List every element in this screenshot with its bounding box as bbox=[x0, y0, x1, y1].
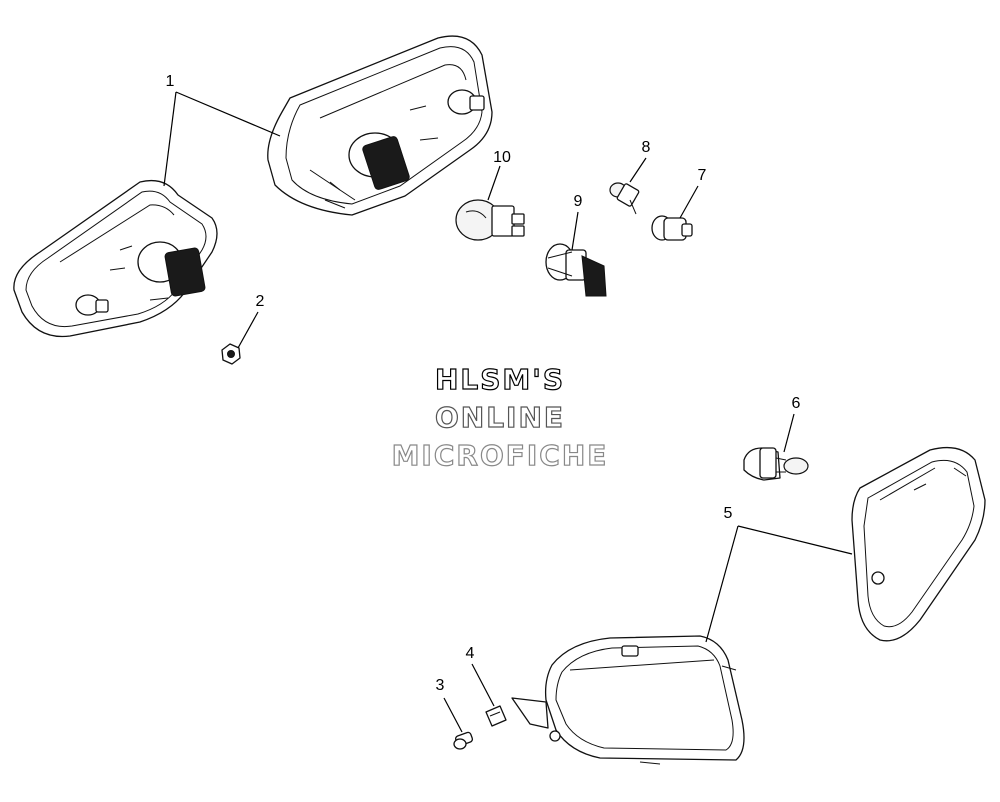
watermark: HLSM'S ONLINE MICROFICHE bbox=[391, 362, 609, 472]
callout-10: 10 bbox=[493, 149, 511, 166]
headlight-bulb-part-6 bbox=[743, 447, 809, 481]
callout-6: 6 bbox=[792, 395, 801, 412]
callout-5: 5 bbox=[724, 505, 733, 522]
clip-part-4 bbox=[485, 705, 507, 727]
leader-1 bbox=[175, 91, 281, 137]
socket-part-7 bbox=[651, 215, 693, 241]
leader-3 bbox=[443, 697, 463, 733]
leader-2 bbox=[237, 311, 259, 349]
tail-light-housing-lower bbox=[13, 179, 218, 338]
callout-9: 9 bbox=[574, 193, 583, 210]
leader-9 bbox=[571, 211, 579, 251]
callout-labels: 1 2 3 4 5 6 7 8 9 10 bbox=[166, 73, 801, 694]
screw-part-3 bbox=[453, 731, 474, 750]
callout-4: 4 bbox=[466, 645, 475, 662]
callout-2: 2 bbox=[256, 293, 265, 310]
bulb-part-10 bbox=[455, 199, 525, 241]
leader-5 bbox=[737, 525, 853, 555]
nut-part bbox=[221, 343, 241, 365]
leader-6 bbox=[783, 413, 795, 453]
callout-7: 7 bbox=[698, 167, 707, 184]
headlight-assembly-right bbox=[851, 446, 986, 642]
leader-7 bbox=[679, 185, 699, 219]
tail-light-housing-upper bbox=[267, 35, 493, 216]
headlight-assembly-lower bbox=[511, 635, 745, 765]
watermark-line-3: MICROFICHE bbox=[392, 439, 609, 472]
callout-3: 3 bbox=[436, 677, 445, 694]
leader-1b bbox=[163, 91, 177, 187]
callout-1: 1 bbox=[166, 73, 175, 90]
bulb-part-8 bbox=[609, 182, 640, 215]
leader-4 bbox=[471, 663, 495, 707]
leader-5b bbox=[705, 525, 739, 643]
leader-lines bbox=[163, 91, 853, 733]
leader-8 bbox=[629, 157, 647, 183]
leader-10 bbox=[487, 165, 501, 201]
watermark-line-1: HLSM'S bbox=[435, 363, 565, 396]
watermark-line-2: ONLINE bbox=[435, 401, 565, 434]
callout-8: 8 bbox=[642, 139, 651, 156]
socket-part-9 bbox=[545, 243, 607, 297]
